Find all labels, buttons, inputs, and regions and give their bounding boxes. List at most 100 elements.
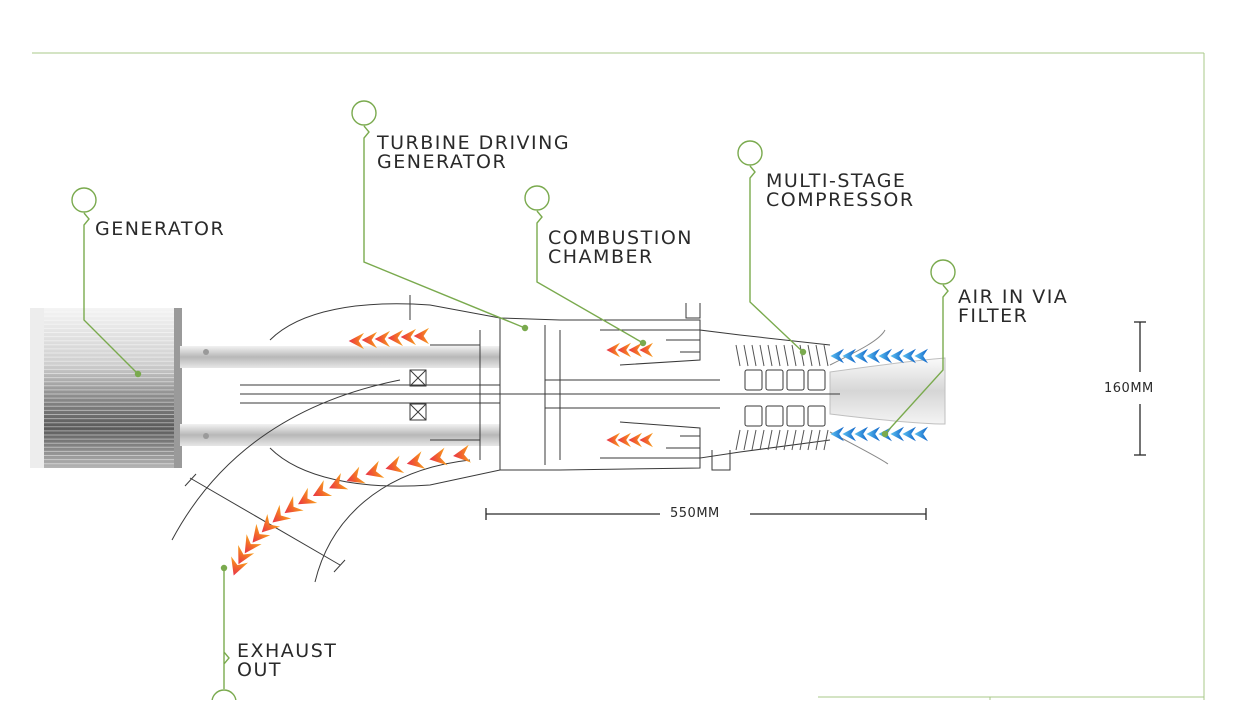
label-combustion-chamber: COMBUSTION CHAMBER <box>548 229 693 267</box>
dimension-height: 160MM <box>1104 381 1154 396</box>
intake-flow-arrow <box>914 426 928 442</box>
exhaust-flow-arrow <box>261 514 281 533</box>
compressor-block <box>765 405 784 427</box>
callout-exhaust-dot <box>220 564 228 572</box>
label-combustion-line1: COMBUSTION <box>548 227 693 249</box>
label-generator: GENERATOR <box>95 220 225 239</box>
dimension-length: 550MM <box>670 506 720 521</box>
label-compressor-line1: MULTI-STAGE <box>766 170 907 192</box>
callout-combustion-marker <box>524 185 550 211</box>
exhaust-flow-arrow <box>244 534 262 554</box>
intake-flow-arrow <box>854 348 868 364</box>
callout-turbine-dot <box>521 324 529 332</box>
intake-flow-arrow <box>890 426 904 442</box>
casing-outline <box>240 303 840 487</box>
intake-flow-arrow <box>878 348 892 364</box>
hot-flow-arrow <box>361 331 377 349</box>
hot-flow-arrow <box>413 327 429 345</box>
compressor-block <box>786 405 805 427</box>
exhaust-flow-arrow <box>312 480 333 497</box>
exhaust-flow-arrow <box>238 545 255 565</box>
callout-compressor-dot <box>799 348 807 356</box>
intake-flow-arrow <box>830 348 844 364</box>
label-exhaust-line1: EXHAUST <box>237 640 338 662</box>
dimension-lines <box>485 321 1146 520</box>
callout-leaders <box>71 100 956 704</box>
callout-generator-leader <box>83 212 139 375</box>
hot-flow-arrow <box>639 432 653 448</box>
intake-flow-arrow <box>890 348 904 364</box>
callout-generator-marker <box>71 187 97 213</box>
frame <box>32 52 1205 700</box>
callout-air-in-leader <box>884 284 949 435</box>
hot-flow-arrow <box>617 432 631 448</box>
hot-flow-arrow <box>374 330 390 348</box>
label-multi-stage-compressor: MULTI-STAGE COMPRESSOR <box>766 172 915 210</box>
intake-flow-arrow <box>830 426 844 442</box>
callout-turbine-marker <box>351 100 377 126</box>
callout-turbine-leader <box>363 125 526 329</box>
exhaust-flow-arrow <box>346 466 366 484</box>
intake-flow-arrow <box>854 426 868 442</box>
callout-compressor-leader <box>749 165 804 353</box>
exhaust-flow-arrow <box>298 487 318 505</box>
label-turbine-line1: TURBINE DRIVING <box>377 132 571 154</box>
hot-flow-arrow <box>617 342 631 358</box>
compressor-block <box>807 369 826 391</box>
exhaust-flow-arrow <box>329 473 349 490</box>
exhaust-flow-arrow <box>453 444 472 463</box>
exhaust-flow-arrow <box>231 556 249 576</box>
label-exhaust-line2: OUT <box>237 659 282 681</box>
compressor-block <box>765 369 784 391</box>
label-compressor-line2: COMPRESSOR <box>766 189 915 211</box>
label-air-line1: AIR IN VIA <box>958 286 1069 308</box>
intake-flow-arrow <box>914 348 928 364</box>
hot-flow-arrow <box>348 332 364 350</box>
callout-exhaust-leader <box>223 568 230 689</box>
compressor-block <box>786 369 805 391</box>
exhaust-flow-arrow <box>385 455 405 474</box>
label-turbine-driving-generator: TURBINE DRIVING GENERATOR <box>377 134 570 172</box>
callout-compressor-marker <box>737 140 763 166</box>
callout-air-in-dot <box>881 430 889 438</box>
label-combustion-line2: CHAMBER <box>548 246 654 268</box>
exhaust-flow-arrow <box>252 523 271 543</box>
callout-exhaust-marker <box>211 689 237 704</box>
intake-flow-arrow <box>902 426 916 442</box>
label-generator-line1: GENERATOR <box>95 218 226 240</box>
label-turbine-line2: GENERATOR <box>377 151 508 173</box>
intake-flow-arrow <box>866 426 880 442</box>
hot-flow-arrow <box>400 328 416 346</box>
compressor-block <box>744 369 763 391</box>
intake-flow-arrow <box>842 426 856 442</box>
compressor-stages <box>735 344 829 451</box>
generator-drum <box>30 308 182 468</box>
exhaust-flow-arrow <box>429 447 448 466</box>
hot-flow-arrow <box>628 342 642 358</box>
callout-air-in-marker <box>930 259 956 285</box>
exhaust-flow-arrow <box>272 504 292 523</box>
callout-combustion-dot <box>639 339 647 347</box>
hot-flow-arrow <box>606 342 620 358</box>
inlet-nose <box>829 329 946 465</box>
exhaust-flow-arrow <box>365 460 385 478</box>
label-air-in-via-filter: AIR IN VIA FILTER <box>958 288 1068 326</box>
compressor-block <box>807 405 826 427</box>
exhaust-duct <box>171 295 471 583</box>
hot-flow-arrow <box>639 342 653 358</box>
callout-generator-dot <box>134 370 142 378</box>
intake-flow-arrow <box>902 348 916 364</box>
intake-flow-arrow <box>866 348 880 364</box>
intake-flow-arrow <box>842 348 856 364</box>
label-air-line2: FILTER <box>958 305 1029 327</box>
exhaust-flow-arrow <box>284 495 304 514</box>
hot-flow-arrow <box>606 432 620 448</box>
compressor-fins <box>735 344 829 451</box>
callout-combustion-leader <box>536 210 644 344</box>
exhaust-flow-arrow <box>406 451 426 469</box>
hot-flow-arrow <box>387 329 403 347</box>
hot-flow-arrow <box>628 432 642 448</box>
compressor-block <box>744 405 763 427</box>
